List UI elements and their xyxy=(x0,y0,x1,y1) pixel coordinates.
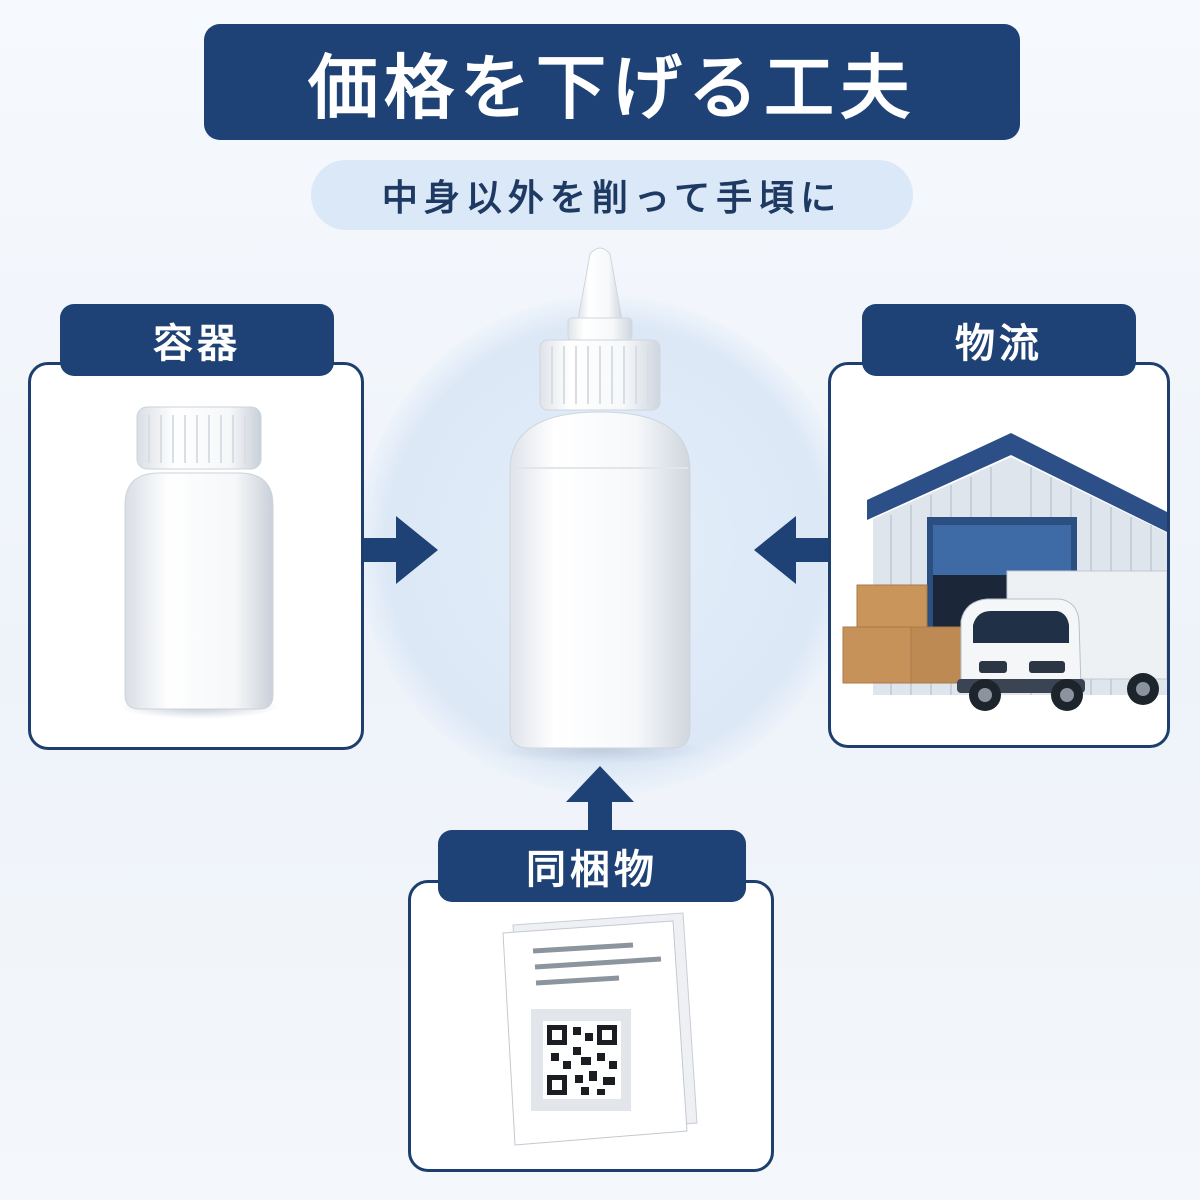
dropper-bottle-icon xyxy=(495,247,705,764)
qr-leaflet-icon xyxy=(502,912,698,1146)
enclosures-label: 同梱物 xyxy=(526,847,658,893)
arrow-up-icon xyxy=(566,766,634,832)
pill-bottle-icon xyxy=(119,406,279,719)
container-card xyxy=(28,362,364,750)
container-label-tab: 容器 xyxy=(60,304,334,376)
arrow-right-icon xyxy=(364,516,438,584)
enclosures-label-tab: 同梱物 xyxy=(438,830,746,902)
logistics-label: 物流 xyxy=(955,321,1043,367)
logistics-label-tab: 物流 xyxy=(862,304,1136,376)
logistics-card xyxy=(828,362,1170,748)
page-subtitle: 中身以外を削って手頃に xyxy=(381,178,843,219)
title-banner: 価格を下げる工夫 xyxy=(204,24,1020,140)
arrow-left-icon xyxy=(754,516,828,584)
page-title: 価格を下げる工夫 xyxy=(308,46,916,129)
warehouse-truck-icon xyxy=(842,433,1167,711)
container-label: 容器 xyxy=(153,321,241,367)
subtitle-pill: 中身以外を削って手頃に xyxy=(311,160,913,230)
enclosures-card xyxy=(408,880,774,1172)
